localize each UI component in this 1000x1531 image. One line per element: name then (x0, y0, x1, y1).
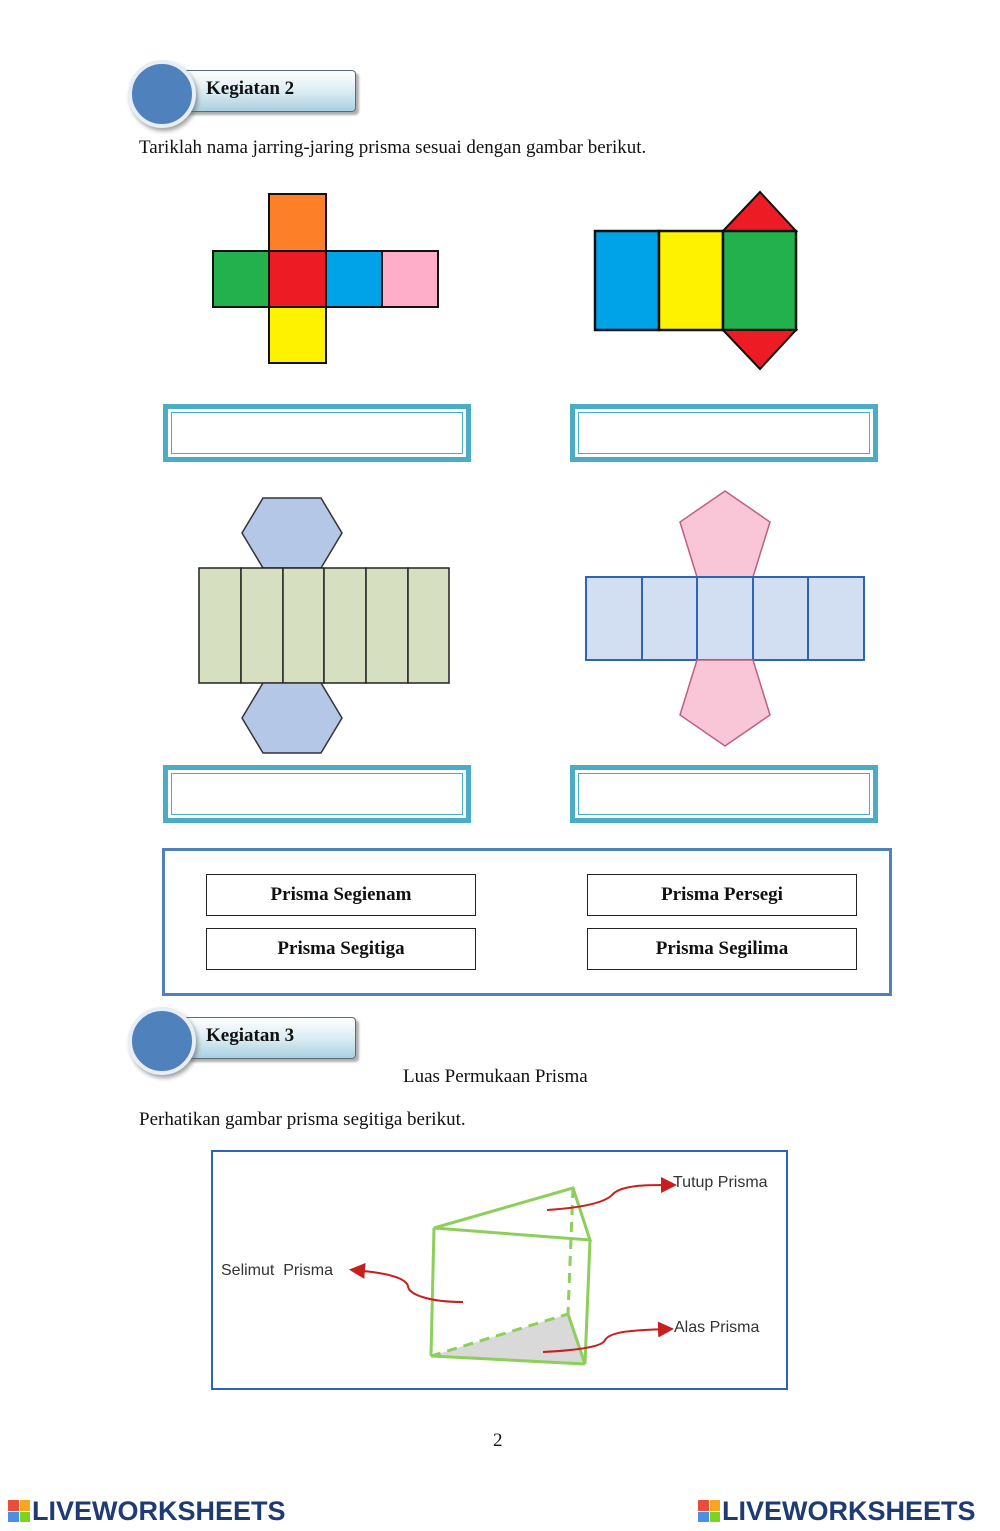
activity3-title: Kegiatan 3 (206, 1025, 295, 1046)
choice-prisma-segitiga[interactable]: Prisma Segitiga (206, 928, 476, 970)
net-square-prism (212, 193, 439, 364)
net-face-left (212, 250, 270, 308)
net-face-top (268, 193, 327, 252)
net-pent-face-5 (807, 576, 865, 661)
net-triangle-bottom (720, 329, 799, 371)
net-hex-face-4 (323, 567, 367, 684)
net-hex-face-2 (240, 567, 284, 684)
net-triangle-top (720, 190, 799, 232)
activity3-header: Kegiatan 3 (128, 1007, 368, 1077)
net-pentagon-bottom (679, 659, 771, 747)
answer-box-2[interactable] (570, 404, 878, 462)
footer-brand-right: LIVEWORKSHEETS (722, 1495, 976, 1526)
answer-box-4-inner (578, 773, 870, 815)
activity2-header-circle (128, 60, 196, 128)
activity2-instruction: Tariklah nama jarring-jaring prisma sesu… (139, 137, 647, 158)
net-hexagon-top (241, 497, 343, 569)
choice-prisma-segienam[interactable]: Prisma Segienam (206, 874, 476, 916)
net-face-bottom (268, 306, 327, 364)
label-alas-prisma: Alas Prisma (674, 1319, 760, 1336)
prism-top-face (433, 1186, 593, 1242)
net-face-green (721, 229, 798, 332)
footer-brand-left: LIVEWORKSHEETS (32, 1495, 286, 1526)
net-face-center (268, 250, 327, 308)
net-pentagon-top (679, 490, 771, 578)
answer-box-3[interactable] (163, 765, 471, 823)
choice-prisma-persegi[interactable]: Prisma Persegi (587, 874, 857, 916)
answer-box-4[interactable] (570, 765, 878, 823)
label-tutup-prisma: Tutup Prisma (673, 1174, 768, 1191)
liveworksheets-logo-icon (8, 1500, 30, 1522)
prism-drawing (349, 1176, 677, 1366)
net-pent-face-1 (585, 576, 643, 661)
net-hexagon-bottom (241, 682, 343, 754)
net-face-right (325, 250, 383, 308)
net-face-blue (593, 229, 661, 332)
choices-panel: Prisma Segienam Prisma Persegi Prisma Se… (162, 848, 892, 996)
net-pent-face-4 (752, 576, 809, 661)
label-selimut-prisma: Selimut Prisma (221, 1262, 334, 1279)
answer-box-3-inner (171, 773, 463, 815)
net-hexagonal-prism (198, 497, 450, 754)
answer-box-2-inner (578, 412, 870, 454)
activity3-instruction: Perhatikan gambar prisma segitiga beriku… (139, 1109, 466, 1130)
choice-prisma-segilima[interactable]: Prisma Segilima (587, 928, 857, 970)
net-hex-face-1 (198, 567, 242, 684)
arrow-top (546, 1176, 677, 1211)
net-triangular-prism (593, 190, 799, 371)
net-pent-face-2 (641, 576, 698, 661)
net-face-yellow (657, 229, 725, 332)
footer-logo-left: LIVEWORKSHEETS (8, 1496, 286, 1526)
answer-box-1-inner (171, 412, 463, 454)
activity2-title: Kegiatan 2 (206, 78, 295, 99)
activity2-header: Kegiatan 2 (128, 60, 368, 130)
activity3-header-circle (128, 1007, 196, 1075)
arrow-base (542, 1321, 674, 1353)
footer-logo-right: LIVEWORKSHEETS (698, 1496, 976, 1526)
net-pent-face-3 (696, 576, 754, 661)
liveworksheets-logo-icon (698, 1500, 720, 1522)
net-pentagonal-prism (585, 490, 865, 747)
page-number: 2 (493, 1430, 503, 1451)
net-face-far-right (381, 250, 439, 308)
activity3-header-pill (168, 1017, 356, 1059)
prism-diagram: Tutup Prisma Selimut Prisma Alas Prisma (211, 1150, 788, 1390)
answer-box-1[interactable] (163, 404, 471, 462)
net-hex-face-5 (365, 567, 409, 684)
arrow-side (349, 1262, 464, 1303)
net-hex-face-6 (407, 567, 450, 684)
activity2-header-pill (168, 70, 356, 112)
net-hex-face-3 (282, 567, 325, 684)
activity3-subtitle: Luas Permukaan Prisma (403, 1066, 588, 1087)
